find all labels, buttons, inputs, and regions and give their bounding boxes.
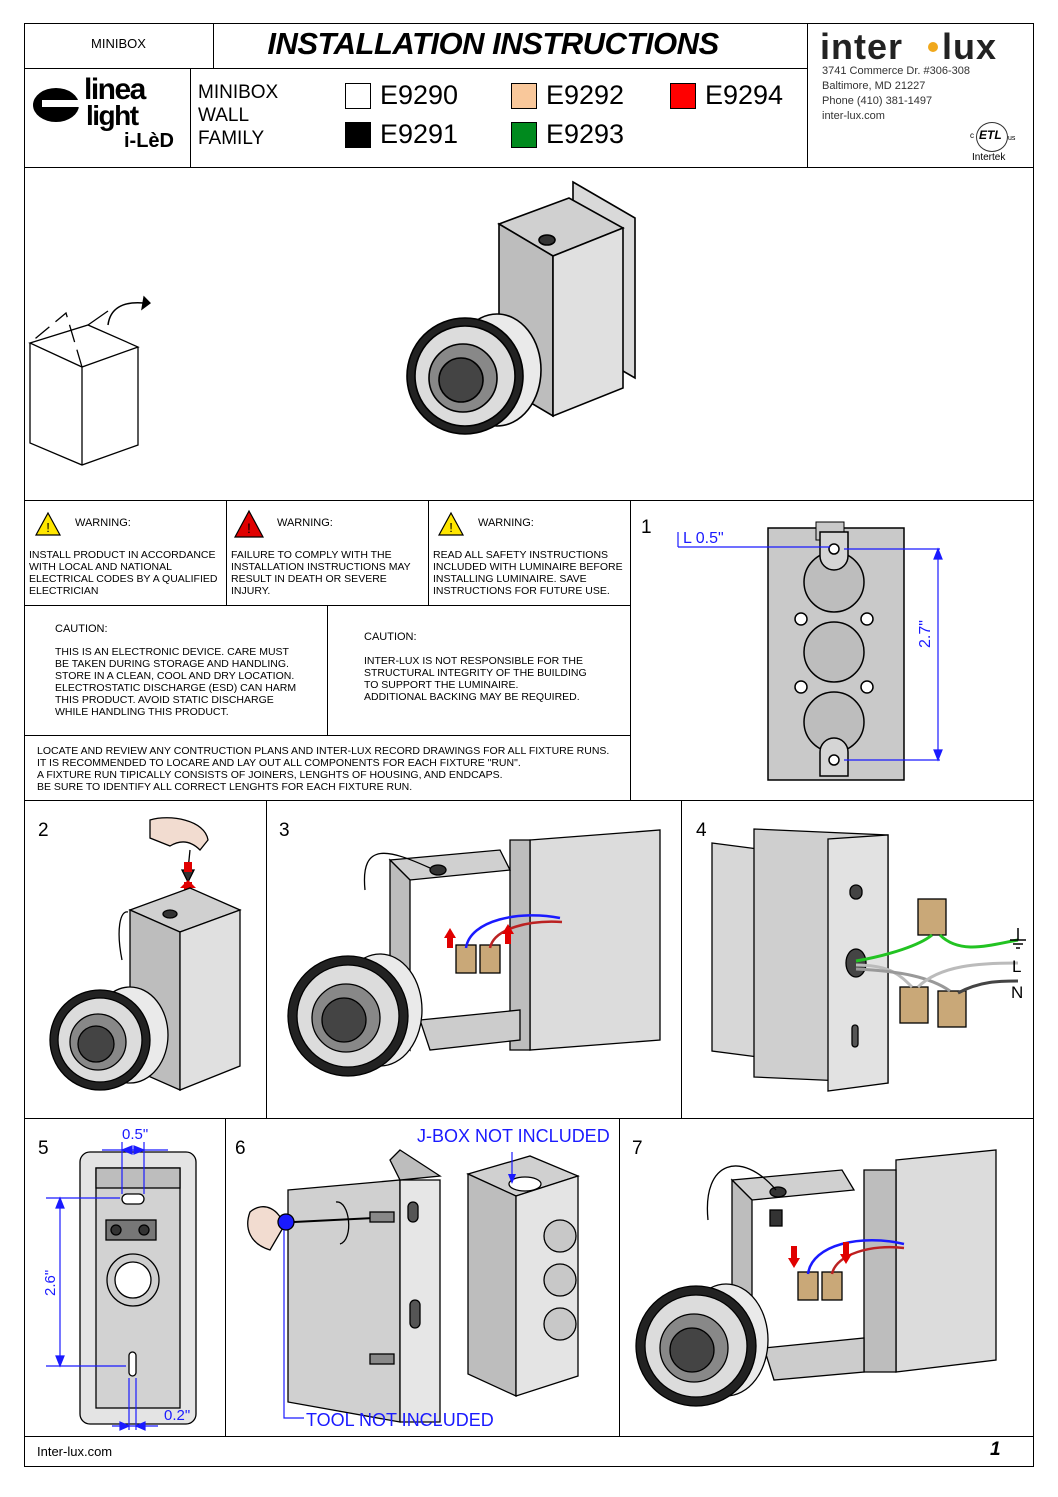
section-divider	[24, 1436, 1034, 1437]
linea-logo-mark-icon	[33, 88, 92, 122]
section-divider	[24, 1118, 1034, 1119]
step-1-height-dim: 2.7"	[917, 620, 934, 648]
section-divider	[24, 500, 1034, 501]
section-divider	[630, 500, 631, 800]
header-divider	[213, 23, 214, 68]
step-6-number: 6	[235, 1138, 246, 1159]
page-title: INSTALLATION INSTRUCTIONS	[267, 26, 719, 61]
step-divider	[225, 1118, 226, 1436]
cert-label: Intertek	[972, 152, 1006, 163]
company-website: inter-lux.com	[822, 110, 885, 122]
step-7-number: 7	[632, 1138, 643, 1159]
step-5-top-dim: 0.5"	[122, 1126, 149, 1143]
header-divider	[24, 167, 1034, 168]
step-6-mount-to-jbox-illustration	[247, 1149, 580, 1423]
jbox-not-included-note: J-BOX NOT INCLUDED	[417, 1126, 610, 1146]
step-7-reconnect-wires-illustration	[635, 1149, 997, 1407]
warning-text-2: FAILURE TO COMPLY WITH THE INSTALLATION …	[231, 549, 411, 597]
company-phone: Phone (410) 381-1497	[822, 95, 933, 107]
warning-title-3: WARNING:	[478, 517, 534, 529]
unpack-box-icon	[28, 295, 151, 466]
model-code-e9294: E9294	[705, 80, 784, 110]
mounting-plate-diagram	[677, 521, 943, 781]
swatch-e9294	[670, 83, 696, 109]
logo-word-light: light	[86, 100, 139, 131]
warning-text-1: INSTALL PRODUCT IN ACCORDANCE WITH LOCAL…	[29, 549, 218, 597]
header-divider	[190, 68, 191, 167]
step-5-number: 5	[38, 1138, 49, 1159]
model-code-e9293: E9293	[546, 119, 625, 149]
step-divider	[681, 800, 682, 1118]
page-frame	[24, 23, 1034, 1467]
interlux-logo: inter lux	[820, 26, 1030, 68]
etl-us: us	[1008, 135, 1016, 142]
section-divider	[24, 735, 630, 736]
etl-text: ETL	[979, 128, 1002, 142]
step-5-side-dim: 2.6"	[42, 1269, 59, 1296]
svg-text:!: !	[46, 520, 50, 535]
warning-title-2: WARNING:	[277, 517, 333, 529]
model-code-e9290: E9290	[380, 80, 459, 110]
warning-text-3: READ ALL SAFETY INSTRUCTIONS INCLUDED WI…	[433, 549, 623, 597]
swatch-e9290	[345, 83, 371, 109]
warning-divider	[428, 500, 429, 605]
svg-text:!: !	[449, 520, 453, 535]
address-line-2: Baltimore, MD 21227	[822, 80, 926, 92]
ground-symbol-icon	[1010, 928, 1026, 949]
header-divider	[807, 23, 808, 167]
warning-title-1: WARNING:	[75, 517, 131, 529]
warning-divider	[226, 500, 227, 605]
warning-red-icon: !	[233, 509, 265, 538]
logo-word-linea: linea	[84, 73, 146, 106]
section-divider	[24, 800, 1034, 801]
swatch-e9293	[511, 122, 537, 148]
step-4-wire-connection-illustration	[711, 828, 1026, 1092]
model-code-e9291: E9291	[380, 119, 459, 149]
step-1-offset-dim: L 0.5"	[683, 530, 724, 547]
linea-light-logo: linea light i-LèD	[32, 73, 188, 160]
svg-text:!: !	[247, 520, 251, 536]
step-divider	[266, 800, 267, 1118]
fixture-hero-illustration	[406, 180, 636, 435]
step-5-plate-dimensions-diagram	[46, 1142, 197, 1431]
step-divider	[619, 1118, 620, 1436]
step-3-number: 3	[279, 820, 290, 841]
step-5-bottom-dim: 0.2"	[164, 1407, 191, 1424]
warning-yellow-icon: !	[34, 511, 62, 536]
address-line-1: 3741 Commerce Dr. #306-308	[822, 65, 970, 77]
product-label: MINIBOX	[91, 36, 146, 51]
logo-word-iled: i-LèD	[124, 130, 174, 152]
line-label: L	[1012, 957, 1022, 976]
etl-c: c	[970, 131, 974, 140]
logo-word-inter: inter	[820, 26, 904, 67]
neutral-label: N	[1011, 983, 1024, 1002]
caution-title-2: CAUTION:	[364, 631, 417, 643]
logo-word-lux: lux	[942, 26, 998, 67]
step-2-number: 2	[38, 820, 49, 841]
warning-yellow-icon: !	[437, 511, 465, 536]
etl-mark: c ETL us Intertek	[968, 122, 1018, 164]
caution-title-1: CAUTION:	[55, 623, 108, 635]
step-4-number: 4	[696, 820, 707, 841]
fixture-run-notice: LOCATE AND REVIEW ANY CONTRUCTION PLANS …	[37, 745, 610, 793]
logo-dot-icon	[928, 42, 938, 52]
tool-not-included-note: TOOL NOT INCLUDED	[306, 1410, 494, 1430]
family-line-2: WALL	[198, 105, 250, 126]
caution-divider	[327, 605, 328, 735]
family-line-1: MINIBOX	[198, 82, 279, 103]
page-number: 1	[990, 1439, 1001, 1460]
company-address: 3741 Commerce Dr. #306-308 Baltimore, MD…	[822, 64, 970, 124]
model-code-e9292: E9292	[546, 80, 625, 110]
caution-text-1: THIS IS AN ELECTRONIC DEVICE. CARE MUST …	[55, 646, 297, 718]
swatch-e9292	[511, 83, 537, 109]
swatch-e9291	[345, 122, 371, 148]
step-2-remove-screws-illustration	[49, 817, 242, 1091]
header-divider	[24, 68, 807, 69]
footer-website: Inter-lux.com	[37, 1444, 113, 1459]
family-line-3: FAMILY	[198, 128, 265, 149]
caution-text-2: INTER-LUX IS NOT RESPONSIBLE FOR THE STR…	[364, 655, 587, 703]
step-1-number: 1	[641, 517, 652, 538]
step-3-disconnect-wires-illustration	[287, 829, 661, 1077]
